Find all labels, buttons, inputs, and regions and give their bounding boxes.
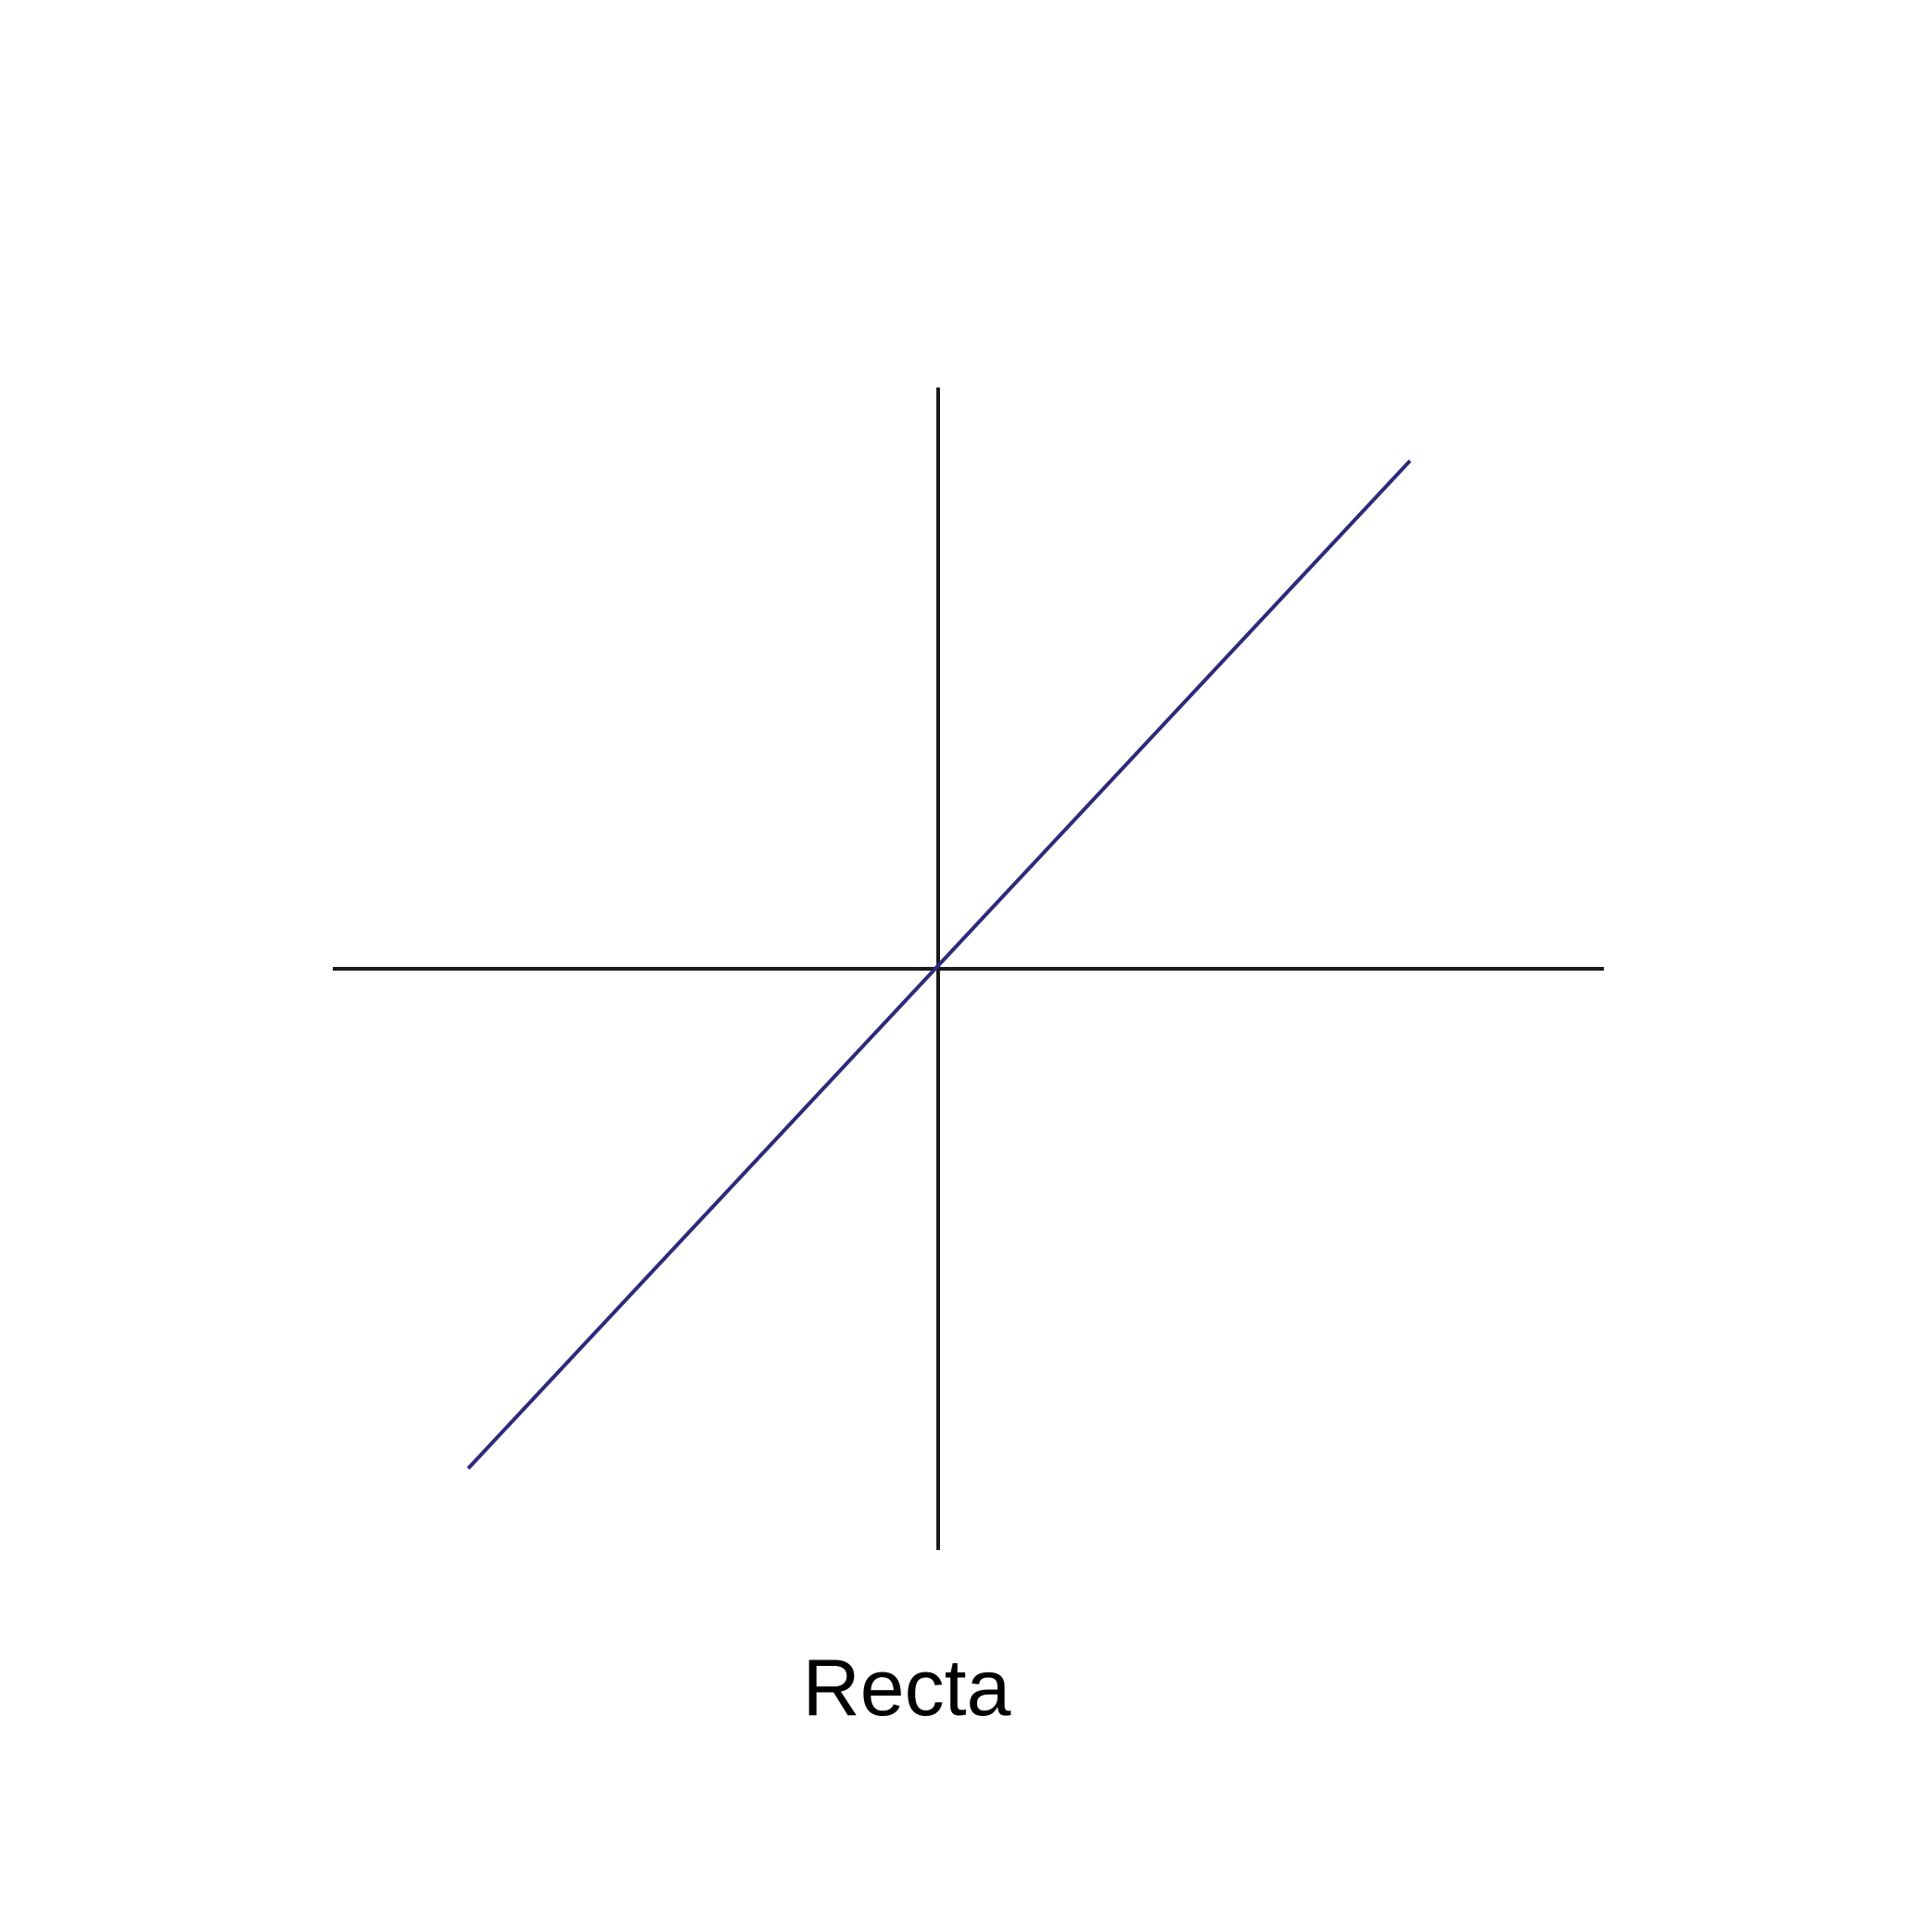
straight-line bbox=[466, 459, 1412, 1470]
caption-label: Recta bbox=[803, 1644, 1011, 1733]
